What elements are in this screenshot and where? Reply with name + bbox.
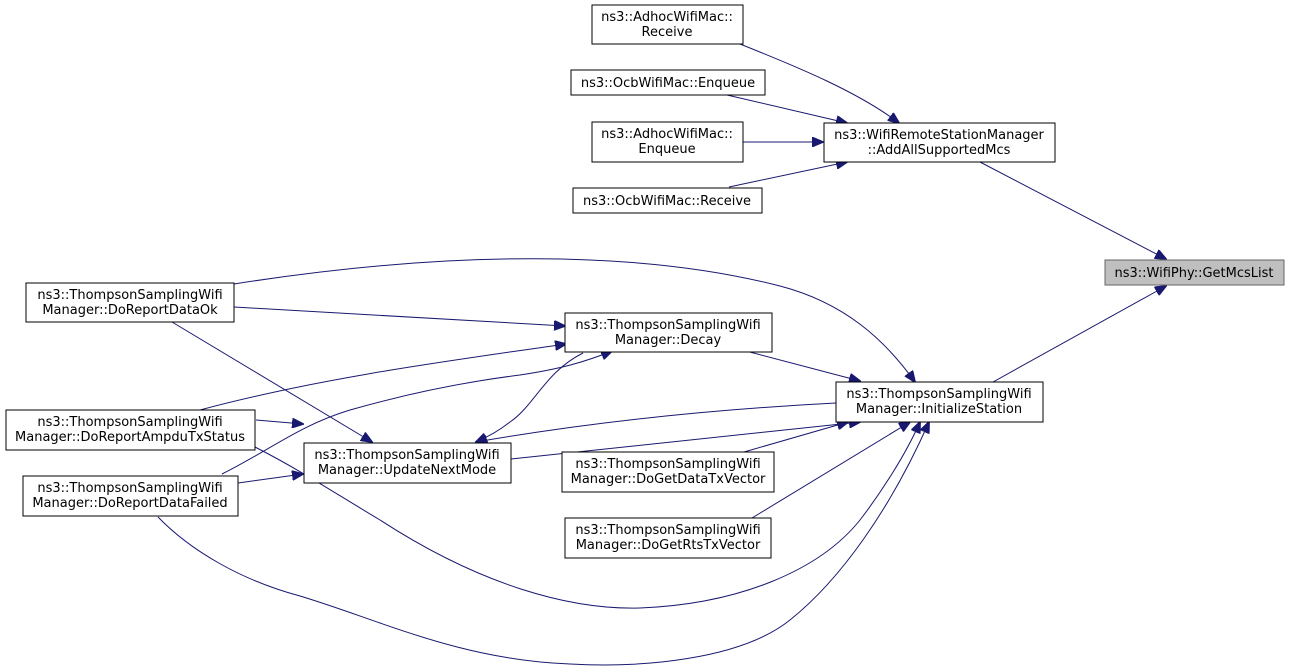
node-label-line-1: ns3::ThompsonSamplingWifi xyxy=(37,481,222,496)
node-adhoc-enqueue[interactable]: ns3::AdhocWifiMac:: Enqueue xyxy=(591,121,744,163)
node-label-line-2: Manager::Decay xyxy=(615,333,722,348)
edge-doreportampdutxstatus-to-updatenextmode xyxy=(255,420,303,424)
node-addallsupportedmcs[interactable]: ns3::WifiRemoteStationManager ::AddAllSu… xyxy=(823,122,1056,163)
node-label: ns3::WifiPhy::GetMcsList xyxy=(1114,266,1273,281)
edge-dogetdatatxvector-to-initializestation xyxy=(743,422,848,453)
node-adhoc-receive[interactable]: ns3::AdhocWifiMac:: Receive xyxy=(591,4,744,45)
edge-doreportampdutxstatus-to-decay xyxy=(199,344,566,411)
edge-adhoc-receive-to-addallsupportedmcs xyxy=(739,43,899,123)
node-label-line-1: ns3::ThompsonSamplingWifi xyxy=(846,387,1031,402)
edge-initializestation-to-getmcslist xyxy=(992,286,1166,383)
edge-doreportdatafailed-to-decay xyxy=(221,351,612,475)
node-label-line-2: Manager::InitializeStation xyxy=(856,402,1022,417)
node-dogetdatatxvector[interactable]: ns3::ThompsonSamplingWifi Manager::DoGet… xyxy=(561,451,775,493)
node-doreportampdutxstatus[interactable]: ns3::ThompsonSamplingWifi Manager::DoRep… xyxy=(5,409,256,451)
node-label-line-2: ::AddAllSupportedMcs xyxy=(868,143,1011,158)
node-label-line-1: ns3::ThompsonSamplingWifi xyxy=(575,523,760,538)
node-label-line-2: Manager::DoReportAmpduTxStatus xyxy=(15,430,245,445)
node-label: ns3::OcbWifiMac::Receive xyxy=(583,194,751,209)
node-label-line-2: Manager::DoGetDataTxVector xyxy=(571,472,766,487)
node-label-line-1: ns3::ThompsonSamplingWifi xyxy=(37,288,222,303)
node-updatenextmode[interactable]: ns3::ThompsonSamplingWifi Manager::Updat… xyxy=(303,442,512,484)
node-label-line-2: Manager::DoReportDataOk xyxy=(42,303,218,318)
node-label: ns3::OcbWifiMac::Enqueue xyxy=(581,76,755,91)
node-label-line-1: ns3::AdhocWifiMac:: xyxy=(601,127,733,142)
node-doreportdatafailed[interactable]: ns3::ThompsonSamplingWifi Manager::DoRep… xyxy=(22,475,239,517)
node-label-line-2: Manager::UpdateNextMode xyxy=(318,463,496,478)
edge-decay-to-updatenextmode xyxy=(476,352,584,442)
node-label-line-1: ns3::ThompsonSamplingWifi xyxy=(575,318,760,333)
edge-doreportdatafailed-to-updatenextmode xyxy=(237,474,303,484)
edge-ocb-receive-to-addallsupportedmcs xyxy=(728,162,847,188)
node-decay[interactable]: ns3::ThompsonSamplingWifi Manager::Decay xyxy=(564,312,773,353)
node-doreportdataok[interactable]: ns3::ThompsonSamplingWifi Manager::DoRep… xyxy=(25,282,235,323)
node-ocb-receive[interactable]: ns3::OcbWifiMac::Receive xyxy=(572,187,763,214)
node-getmcslist[interactable]: ns3::WifiPhy::GetMcsList xyxy=(1104,259,1285,286)
edge-doreportdatafailed-to-initializestation xyxy=(157,422,929,666)
node-label-line-2: Receive xyxy=(642,25,693,40)
edge-initializestation-to-updatenextmode xyxy=(476,402,837,442)
nodes-layer: ns3::WifiPhy::GetMcsList ns3::WifiRemote… xyxy=(5,4,1285,559)
edge-doreportdataok-to-updatenextmode xyxy=(171,321,372,442)
edge-ocb-enqueue-to-addallsupportedmcs xyxy=(726,94,847,123)
edge-dogetrtstxvector-to-initializestation xyxy=(751,422,910,519)
node-dogetrtstxvector[interactable]: ns3::ThompsonSamplingWifi Manager::DoGet… xyxy=(564,517,772,559)
node-initializestation[interactable]: ns3::ThompsonSamplingWifi Manager::Initi… xyxy=(835,381,1044,423)
node-label-line-2: Manager::DoReportDataFailed xyxy=(32,496,227,511)
edge-addallsupportedmcs-to-getmcslist xyxy=(979,161,1166,259)
node-label-line-1: ns3::WifiRemoteStationManager xyxy=(834,128,1044,143)
node-label-line-1: ns3::ThompsonSamplingWifi xyxy=(37,415,222,430)
edge-doreportdataok-to-decay xyxy=(233,306,565,326)
edge-doreportampdutxstatus-to-initializestation xyxy=(254,422,920,609)
edge-doreportdataok-to-initializestation xyxy=(233,258,915,382)
node-label-line-2: Enqueue xyxy=(638,142,695,157)
node-label-line-1: ns3::ThompsonSamplingWifi xyxy=(314,448,499,463)
node-ocb-enqueue[interactable]: ns3::OcbWifiMac::Enqueue xyxy=(570,69,766,96)
node-label-line-1: ns3::ThompsonSamplingWifi xyxy=(575,457,760,472)
edge-decay-to-initializestation xyxy=(745,350,860,381)
node-label-line-1: ns3::AdhocWifiMac:: xyxy=(601,10,733,25)
node-label-line-2: Manager::DoGetRtsTxVector xyxy=(576,538,761,553)
